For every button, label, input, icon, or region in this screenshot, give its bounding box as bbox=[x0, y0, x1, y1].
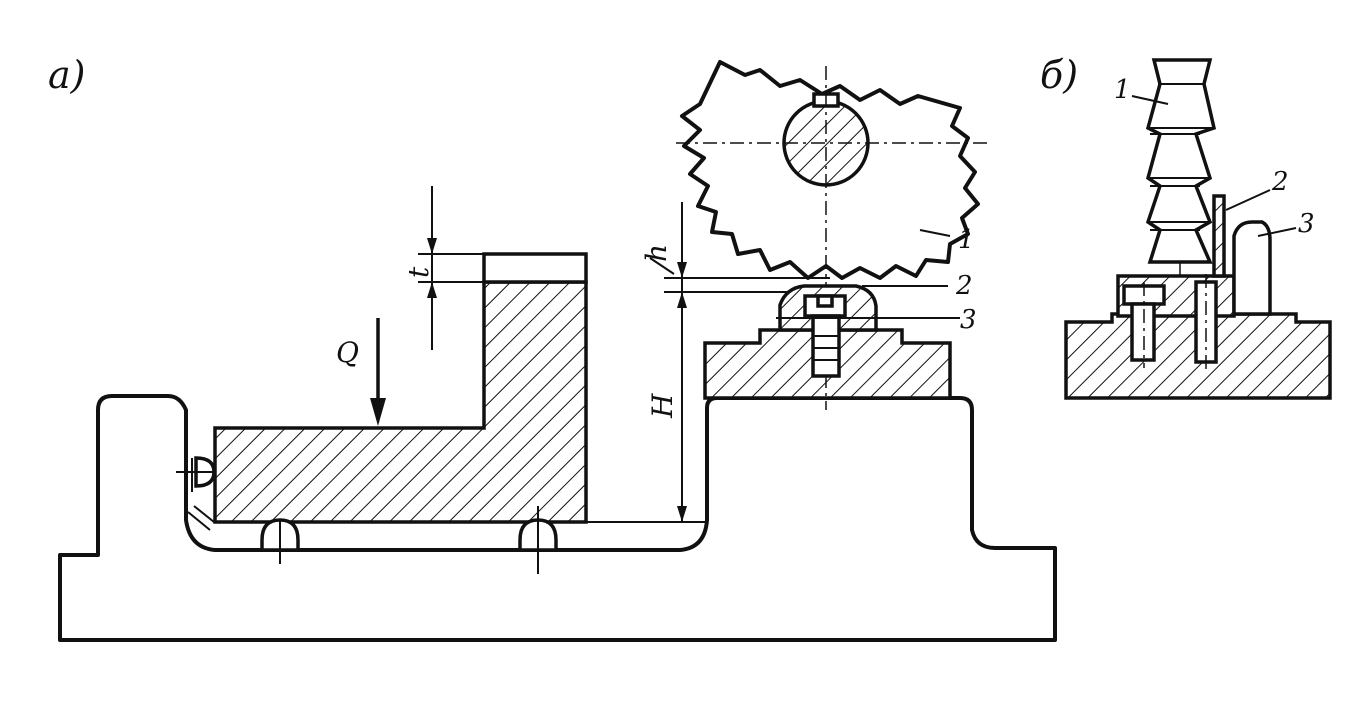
b-cutter-rings bbox=[1150, 83, 1212, 231]
dim-h-arrow-bottom bbox=[677, 292, 687, 308]
screw-threads bbox=[813, 335, 839, 361]
b-screw-shank-left bbox=[1130, 302, 1156, 362]
a-part-2-label: 2 bbox=[955, 271, 973, 301]
screw-shank bbox=[811, 314, 841, 378]
dim-h-arrow-top bbox=[677, 262, 687, 278]
a-part-1-label: 1 bbox=[958, 225, 975, 255]
dim-t-label: t bbox=[402, 266, 435, 278]
view-a-label: а) bbox=[48, 53, 85, 97]
b-bracket bbox=[1232, 220, 1272, 316]
spring-strokes bbox=[187, 505, 215, 531]
screw-slot bbox=[816, 294, 834, 308]
b-leader-1 bbox=[1131, 95, 1169, 105]
force-q-label: Q bbox=[336, 336, 359, 369]
a-part-3-label: 3 bbox=[960, 305, 977, 335]
dim-t-arrow-bottom bbox=[427, 282, 437, 298]
allowance-layer bbox=[482, 252, 588, 284]
b-part-1-label: 1 bbox=[1114, 75, 1131, 105]
force-q-arrowhead bbox=[370, 398, 386, 426]
leader-1 bbox=[919, 229, 951, 237]
b-feeler-gauge bbox=[1212, 194, 1226, 278]
b-leader-2 bbox=[1225, 189, 1271, 211]
b-part-2-label: 2 bbox=[1271, 167, 1289, 197]
b-part-3-label: 3 bbox=[1298, 209, 1315, 239]
view-b-label: б) bbox=[1040, 53, 1078, 97]
dim-t-arrow-top bbox=[427, 238, 437, 254]
dim-h-leader bbox=[649, 257, 675, 275]
dim-H-arrow-bottom bbox=[677, 506, 687, 522]
workpiece bbox=[213, 280, 588, 524]
b-cutter-gang bbox=[1145, 58, 1217, 264]
b-leader-3 bbox=[1257, 227, 1297, 237]
fixture-base bbox=[58, 394, 1057, 642]
dim-h-label: h bbox=[640, 244, 673, 262]
dim-H-label: H bbox=[646, 393, 679, 419]
